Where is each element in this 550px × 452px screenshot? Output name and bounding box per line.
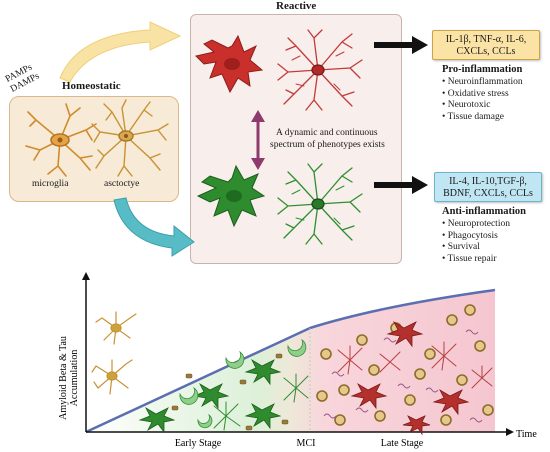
teal-curved-arrow bbox=[113, 197, 195, 257]
side-astrocyte bbox=[91, 359, 133, 395]
anti-effect-item: Survival bbox=[442, 242, 510, 254]
anti-inflammation-title: Anti-inflammation bbox=[442, 206, 526, 217]
anti-cytokine-box: IL-4, IL-10,TGF-β, BDNF, CXCLs, CCLs bbox=[434, 172, 542, 202]
yellow-curved-arrow bbox=[59, 21, 182, 83]
accumulation-curve bbox=[85, 288, 496, 434]
anti-cytokines-line2: BDNF, CXCLs, CCLs bbox=[443, 188, 533, 199]
astrocyte-label: asctoctye bbox=[104, 179, 140, 189]
progression-diagram: Amyloid Beta & Tau Accumulation Time Ear… bbox=[58, 272, 537, 449]
pro-cytokine-box: IL-1β, TNF-α, IL-6, CXCLs, CCLs bbox=[432, 30, 540, 60]
pro-effect-item: Tissue damage bbox=[442, 112, 523, 124]
spectrum-text-line2: spectrum of phenotypes exists bbox=[270, 140, 385, 150]
side-microglia bbox=[95, 311, 137, 345]
black-arrow-anti bbox=[374, 176, 428, 194]
late-red-astrocyte bbox=[337, 341, 493, 389]
late-red-microglia bbox=[350, 320, 470, 436]
homeostatic-microglia bbox=[25, 103, 97, 177]
pro-effects-list: Neuroinflammation Oxidative stress Neuro… bbox=[442, 77, 523, 123]
late-amyloid-plaques bbox=[316, 304, 494, 426]
reactive-microglia-green bbox=[196, 164, 266, 228]
microglia-label: microglia bbox=[32, 179, 69, 189]
y-axis-label-line2: Accumulation bbox=[69, 350, 80, 407]
early-green-microglia bbox=[138, 358, 282, 434]
black-arrow-pro bbox=[374, 36, 428, 54]
crescent-cells bbox=[179, 338, 307, 429]
homeostatic-astrocyte bbox=[91, 99, 169, 177]
spectrum-text-line1: A dynamic and continuous bbox=[276, 128, 378, 138]
pro-effect-item: Neurotoxic bbox=[442, 100, 523, 112]
homeostatic-title: Homeostatic bbox=[62, 80, 121, 92]
anti-effects-list: Neuroprotection Phagocytosis Survival Ti… bbox=[442, 219, 510, 265]
pro-effect-item: Oxidative stress bbox=[442, 89, 523, 101]
anti-effect-item: Tissue repair bbox=[442, 254, 510, 266]
anti-effect-item: Neuroprotection bbox=[442, 219, 510, 231]
early-plaques bbox=[171, 353, 289, 431]
stage-label-late: Late Stage bbox=[381, 438, 424, 449]
anti-cytokines-line1: IL-4, IL-10,TGF-β, bbox=[449, 176, 527, 187]
stage-label-mci: MCI bbox=[297, 438, 316, 449]
reactive-astrocyte-red bbox=[277, 29, 363, 111]
anti-effect-item: Phagocytosis bbox=[442, 231, 510, 243]
reactive-microglia-red bbox=[195, 34, 264, 94]
pro-cytokines-line2: CXCLs, CCLs bbox=[456, 46, 516, 57]
pro-inflammation-title: Pro-inflammation bbox=[442, 64, 523, 75]
reactive-astrocyte-green bbox=[277, 163, 363, 245]
reactive-title: Reactive bbox=[276, 0, 317, 12]
tau-tangles bbox=[323, 329, 483, 423]
stage-label-early: Early Stage bbox=[175, 438, 222, 449]
pro-effect-item: Neuroinflammation bbox=[442, 77, 523, 89]
early-green-astrocyte bbox=[213, 373, 309, 431]
spectrum-double-arrow bbox=[251, 110, 265, 170]
y-axis-label-line1: Amyloid Beta & Tau bbox=[58, 336, 69, 420]
top-illustration bbox=[25, 21, 428, 257]
pro-cytokines-line1: IL-1β, TNF-α, IL-6, bbox=[445, 34, 527, 45]
x-axis-label-time: Time bbox=[516, 429, 537, 440]
